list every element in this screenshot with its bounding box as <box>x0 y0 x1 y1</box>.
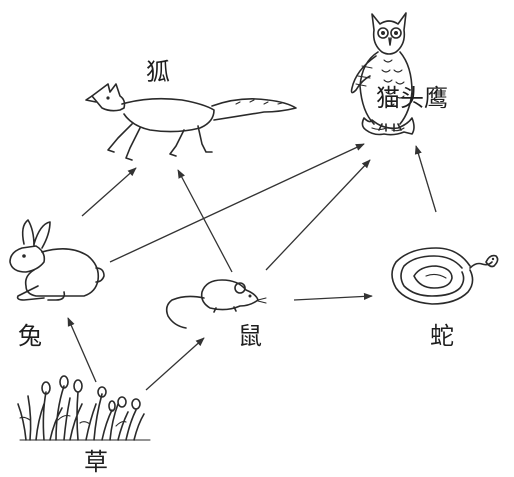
arrow-mouse-to-snake <box>293 292 373 301</box>
snake-label: 蛇 <box>430 322 454 350</box>
grass-label: 草 <box>84 448 108 476</box>
snake-illustration <box>391 247 499 305</box>
food-links <box>67 143 437 391</box>
rabbit-illustration <box>9 219 105 301</box>
arrow-grass-to-rabbit <box>67 317 97 383</box>
owl-label: 猫头鹰 <box>376 84 448 112</box>
arrow-grass-to-mouse <box>145 337 205 391</box>
fox-label: 狐 <box>146 58 170 86</box>
arrow-rabbit-to-fox <box>81 167 137 217</box>
rabbit-label: 兔 <box>18 322 42 350</box>
arrow-mouse-to-owl <box>265 159 371 271</box>
mouse-illustration <box>165 279 267 329</box>
arrow-snake-to-owl <box>414 145 437 213</box>
grass-illustration <box>17 375 151 441</box>
mouse-label: 鼠 <box>238 322 262 350</box>
arrow-mouse-to-fox <box>177 169 233 273</box>
fox-illustration <box>85 83 297 161</box>
owl-illustration <box>350 12 415 136</box>
arrow-rabbit-to-owl <box>109 143 365 263</box>
